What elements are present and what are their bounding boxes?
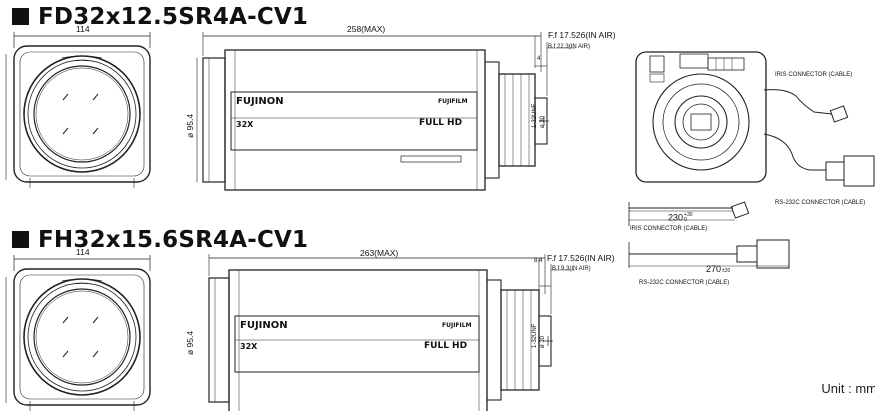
iris-cable-label: IRIS CONNECTOR (CABLE) xyxy=(630,226,708,232)
unit-note: Unit : mm xyxy=(821,381,875,396)
length-dim-2: 263(MAX) xyxy=(360,248,399,258)
brand-fujinon-2: FUJINON xyxy=(240,320,288,331)
thread-label-2: 1-32UNF xyxy=(532,323,538,348)
bullet-square-icon xyxy=(12,8,29,25)
thread-label-1: 1-32UNF xyxy=(532,103,538,128)
brand-fujifilm-1: FUJIFILM xyxy=(438,98,468,105)
body-diameter-2: ø 95.4 xyxy=(185,330,195,355)
iris-cable-detail xyxy=(628,201,750,226)
offset-dim-1: 4 xyxy=(537,56,541,62)
brand-fujinon-1: FUJINON xyxy=(236,96,284,107)
front-width-dim-2: 114 xyxy=(76,247,90,257)
rs232-cable-label: RS-232C CONNECTOR (CABLE) xyxy=(639,280,730,286)
rear-view xyxy=(635,51,875,187)
bullet-square-icon xyxy=(12,231,29,248)
body-diameter-1: ø 95.4 xyxy=(185,113,195,138)
front-view-2 xyxy=(5,255,151,411)
flange-ff-1: F.f 17.526(IN AIR) xyxy=(548,30,616,40)
rear-iris-connector-label: IRIS CONNECTOR (CABLE) xyxy=(775,72,853,78)
zoom-badge-2: 32X xyxy=(240,342,258,351)
iris-tol-upper: +30 xyxy=(684,212,693,218)
model-title-1: FD32x12.5SR4A-CV1 xyxy=(12,4,308,30)
brand-fujifilm-2: FUJIFILM xyxy=(442,322,472,329)
rs232-cable-detail xyxy=(628,239,790,269)
rs232-cable-tolerance: ±20 xyxy=(722,268,731,274)
front-view-1 xyxy=(5,32,151,188)
flange-bf-1: B.f 22.3(IN AIR) xyxy=(548,44,591,50)
zoom-badge-1: 32X xyxy=(236,120,254,129)
rs232-cable-length-value: 270 xyxy=(706,264,722,274)
fullhd-logo-2: FULL HD xyxy=(424,341,468,351)
rear-rs232-connector-label: RS-232C CONNECTOR (CABLE) xyxy=(775,200,866,206)
offset-dim-2: 8.4 xyxy=(534,258,543,264)
model-title-2: FH32x15.6SR4A-CV1 xyxy=(12,227,308,253)
flange-ff-2: F.f 17.526(IN AIR) xyxy=(547,253,615,263)
lens-diameter-2: ø 30 xyxy=(540,335,546,348)
iris-cable-length-value: 230 xyxy=(668,212,684,223)
side-view-1 xyxy=(196,32,575,191)
iris-tol-lower: 0 xyxy=(684,217,687,223)
lens-diameter-1: ø 30 xyxy=(540,115,546,128)
length-dim-1: 258(MAX) xyxy=(347,24,386,34)
fullhd-logo-1: FULL HD xyxy=(419,118,463,128)
front-width-dim-1: 114 xyxy=(76,24,90,34)
side-view-2 xyxy=(208,254,575,411)
flange-bf-2: B.f 9.3(IN AIR) xyxy=(552,266,591,272)
rs232-cable-length: 270±20 xyxy=(706,265,730,274)
